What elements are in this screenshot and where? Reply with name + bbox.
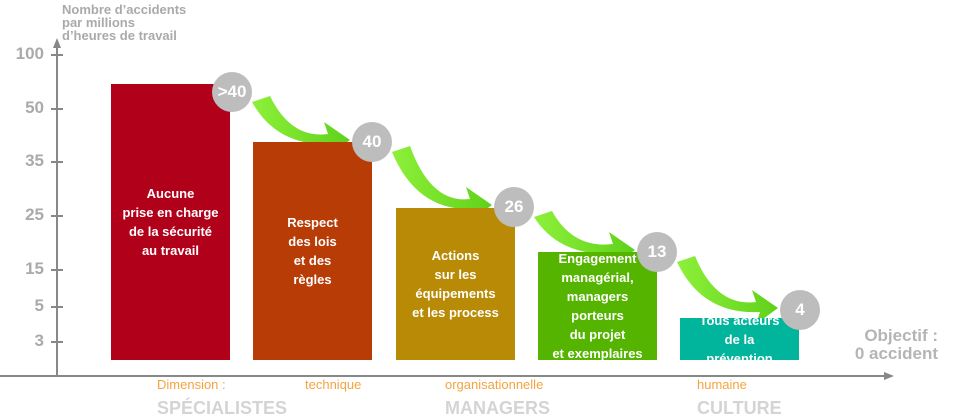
curved-arrow	[252, 96, 350, 156]
y-tick-label: 5	[34, 296, 44, 315]
value-label: 40	[352, 122, 392, 162]
bar: Actions sur les équipements et les proce…	[396, 208, 515, 360]
curved-arrow	[677, 256, 778, 324]
bar: Engagement managérial, managers porteurs…	[538, 251, 657, 361]
y-tick-label: 100	[15, 44, 44, 63]
x-axis-arrow	[884, 372, 894, 380]
y-axis-label: Nombre d’accidents par millions d’heures…	[62, 2, 187, 43]
y-tick-label: 35	[25, 151, 44, 170]
y-tick-mark	[51, 161, 63, 163]
y-axis-arrow	[53, 38, 61, 48]
value-label: >40	[212, 72, 252, 112]
group-managers: MANAGERS	[445, 398, 551, 418]
objective-label: Objectif : 0 accident	[854, 326, 938, 363]
dimension-organisationnelle: organisationnelle	[445, 377, 544, 392]
group-culture: CULTURE	[697, 398, 782, 418]
value-label: 26	[494, 187, 534, 227]
y-tick-mark	[51, 54, 63, 56]
y-tick-label: 15	[25, 259, 44, 278]
y-tick-label: 3	[34, 331, 44, 350]
bar: Tous acteurs de la prévention	[680, 313, 799, 366]
dimension-humaine: humaine	[697, 377, 747, 392]
y-tick-label: 50	[25, 98, 44, 117]
bar: Aucune prise en charge de la sécurité au…	[111, 84, 230, 360]
y-tick-mark	[51, 108, 63, 110]
curved-arrow	[392, 146, 492, 221]
dimension-technique: technique	[305, 377, 362, 392]
group-specialistes: SPÉCIALISTES	[157, 398, 288, 418]
y-tick-label: 25	[25, 205, 44, 224]
value-label: 4	[780, 290, 820, 330]
y-tick-mark	[51, 269, 63, 271]
value-label: 13	[637, 232, 677, 272]
y-tick-mark	[51, 215, 63, 217]
bar: Respect des lois et des règles	[253, 142, 372, 360]
y-tick-mark	[51, 306, 63, 308]
dimension-label: Dimension :	[157, 377, 226, 392]
y-tick-mark	[51, 341, 63, 343]
